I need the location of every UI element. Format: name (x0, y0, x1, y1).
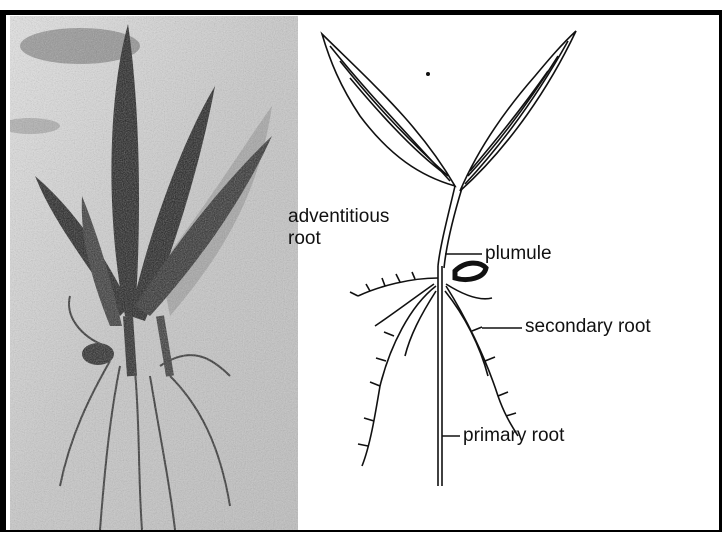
seedling-diagram: adventitious root plumule secondary root… (300, 16, 718, 530)
adventitious-root-line (358, 278, 438, 296)
label-adventitious-line1: adventitious (288, 206, 389, 228)
secondary-root-left (362, 286, 436, 466)
label-primary-root: primary root (463, 425, 564, 447)
label-adventitious-line2: root (288, 228, 389, 250)
seedling-drawing (300, 16, 718, 530)
label-adventitious-root: adventitious root (288, 206, 389, 250)
label-plumule: plumule (485, 243, 552, 265)
label-secondary-root: secondary root (525, 316, 651, 338)
seed (455, 263, 486, 279)
seedling-photo (10, 16, 298, 530)
